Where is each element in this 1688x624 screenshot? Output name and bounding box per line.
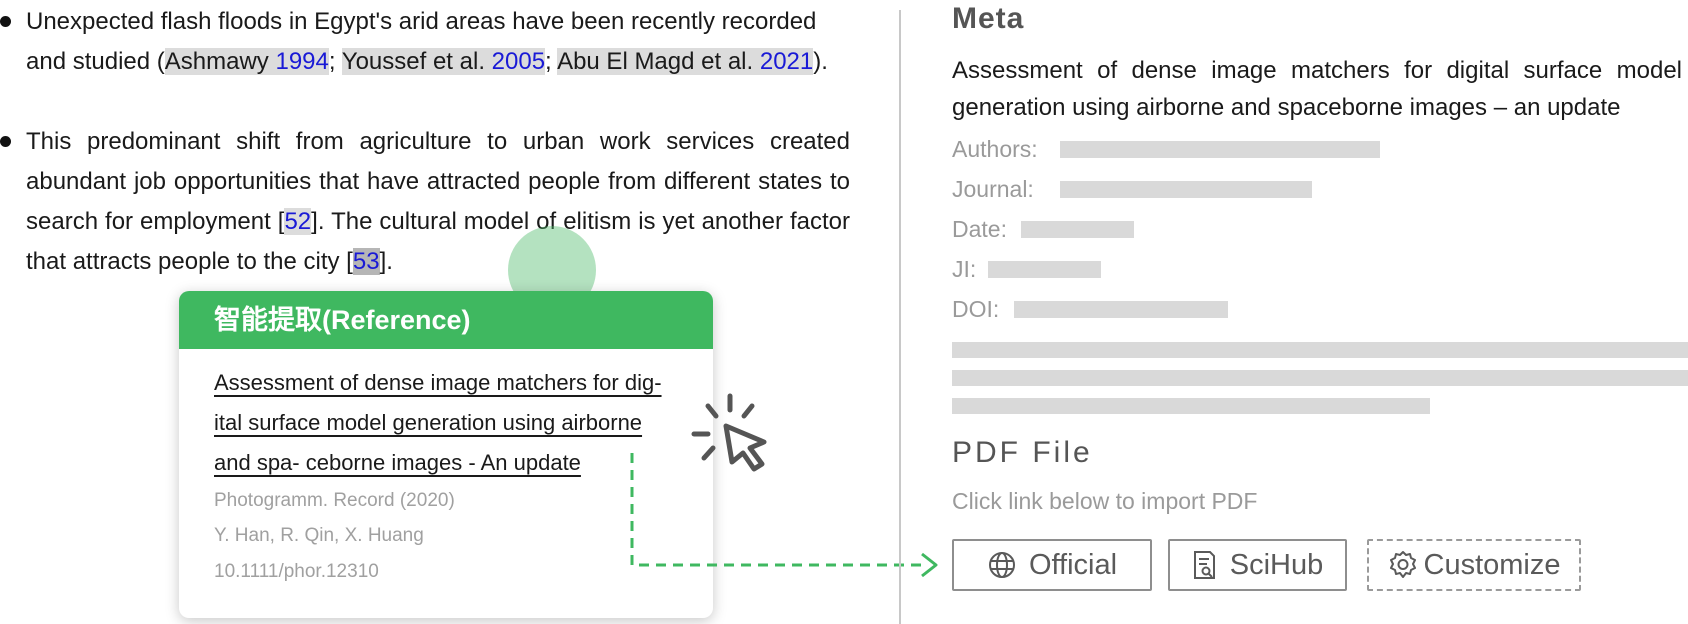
citation-author: Ashmawy bbox=[164, 48, 269, 75]
citation-year-link[interactable]: 2021 bbox=[759, 48, 814, 75]
reference-popup: 智能提取(Reference) Assessment of dense imag… bbox=[179, 291, 713, 618]
scihub-button-label: SciHub bbox=[1229, 548, 1324, 581]
panel-divider bbox=[899, 10, 901, 624]
click-cursor-icon bbox=[691, 393, 767, 472]
reference-doi: 10.1111/phor.12310 bbox=[214, 561, 379, 582]
loading-placeholder bbox=[1060, 141, 1380, 158]
reference-link-53[interactable]: 53 bbox=[352, 248, 380, 275]
text-run: Unexpected flash floods in Egypt's arid … bbox=[26, 8, 817, 75]
separator: ; bbox=[545, 48, 558, 75]
field-label: Authors: bbox=[952, 136, 1038, 162]
document-search-icon bbox=[1193, 551, 1215, 579]
citation-year-link[interactable]: 1994 bbox=[275, 48, 329, 75]
bullet-dot bbox=[0, 16, 11, 27]
title-line[interactable]: and spa- ceborne images - An update bbox=[214, 450, 581, 475]
text-run: This predominant shift from agriculture … bbox=[26, 128, 850, 235]
pdf-hint: Click link below to import PDF bbox=[952, 488, 1258, 514]
citation-year-link[interactable]: 2005 bbox=[491, 48, 546, 75]
reference-journal: Photogramm. Record (2020) bbox=[214, 490, 455, 511]
globe-icon bbox=[988, 552, 1015, 578]
bullet-dot bbox=[0, 136, 11, 147]
field-label: Date: bbox=[952, 216, 1007, 242]
citation[interactable]: Youssef et al. 2005 bbox=[341, 48, 546, 75]
gear-icon bbox=[1389, 551, 1416, 578]
document-pane: Unexpected flash floods in Egypt's arid … bbox=[0, 2, 850, 314]
official-button[interactable]: Official bbox=[952, 539, 1152, 591]
scihub-button[interactable]: SciHub bbox=[1168, 539, 1347, 591]
citation[interactable]: Ashmawy 1994 bbox=[164, 48, 329, 75]
title-line[interactable]: Assessment of dense image matchers for d… bbox=[214, 370, 662, 395]
text-run: ). bbox=[813, 48, 828, 75]
meta-title: Assessment of dense image matchers for d… bbox=[952, 57, 1682, 121]
title-line[interactable]: ital surface model generation using airb… bbox=[214, 410, 643, 435]
field-label: JI: bbox=[952, 256, 977, 282]
paragraph-text: Unexpected flash floods in Egypt's arid … bbox=[26, 2, 850, 82]
separator: ; bbox=[328, 48, 342, 75]
loading-placeholder bbox=[1060, 181, 1312, 198]
customize-button[interactable]: Customize bbox=[1367, 539, 1581, 591]
reference-authors: Y. Han, R. Qin, X. Huang bbox=[214, 525, 424, 546]
field-label: Journal: bbox=[952, 176, 1034, 202]
customize-button-label: Customize bbox=[1423, 548, 1561, 581]
loading-placeholder bbox=[952, 370, 1688, 386]
text-run: ]. bbox=[379, 248, 393, 275]
citation[interactable]: Abu El Magd et al. 2021 bbox=[557, 48, 814, 75]
citation-author: Abu El Magd et al. bbox=[557, 48, 754, 75]
loading-placeholder bbox=[988, 261, 1101, 278]
field-label: DOI: bbox=[952, 296, 1000, 322]
pdf-heading: PDF File bbox=[952, 436, 1093, 469]
paragraph-text: This predominant shift from agriculture … bbox=[26, 122, 850, 282]
loading-placeholder bbox=[952, 398, 1430, 414]
popup-header: 智能提取(Reference) bbox=[179, 291, 713, 349]
text-run: ]. The cultural model of elitism is yet … bbox=[26, 208, 850, 275]
meta-heading: Meta bbox=[952, 2, 1025, 35]
reference-link-52[interactable]: 52 bbox=[284, 208, 312, 235]
reference-title-link[interactable]: Assessment of dense image matchers for d… bbox=[214, 363, 684, 483]
official-button-label: Official bbox=[1028, 548, 1118, 581]
loading-placeholder bbox=[952, 342, 1688, 358]
loading-placeholder bbox=[1014, 301, 1228, 318]
loading-placeholder bbox=[1021, 221, 1134, 238]
citation-author: Youssef et al. bbox=[341, 48, 485, 75]
meta-panel: Meta Assessment of dense image matchers … bbox=[952, 0, 1688, 624]
